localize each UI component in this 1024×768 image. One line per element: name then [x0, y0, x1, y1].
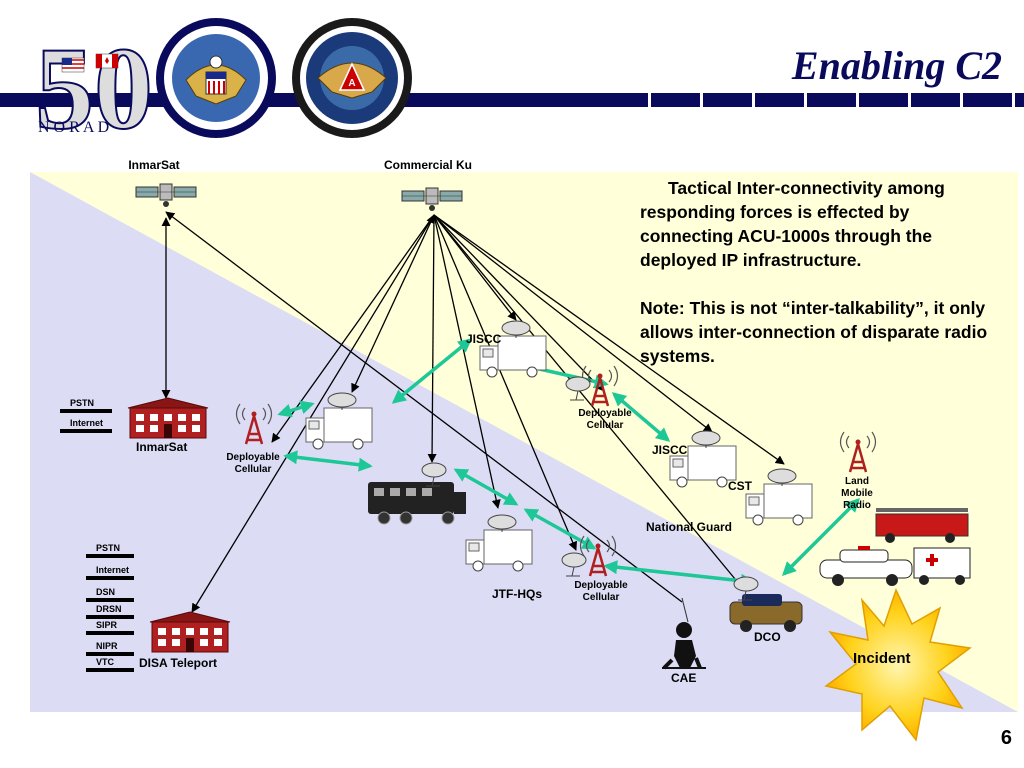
network-line: [86, 652, 134, 656]
inmarsat-station-label: InmarSat: [136, 440, 188, 454]
inmarsat-network-label: PSTN: [70, 398, 95, 408]
army-north-seal: A: [292, 18, 412, 138]
disa-network-label: DRSN: [96, 604, 122, 614]
note-paragraph-1: Tactical Inter-connectivity among respon…: [640, 178, 945, 270]
explanatory-note: Tactical Inter-connectivity among respon…: [640, 176, 990, 392]
disa-network-label: DSN: [96, 587, 116, 597]
jiscc-top-label: JISCC: [466, 332, 502, 346]
norad-50-mark: 50: [35, 23, 153, 154]
network-line: [86, 554, 134, 558]
dco-vehicle-icon: [729, 576, 803, 632]
network-line: [60, 429, 112, 433]
disa-network-label: PSTN: [96, 543, 121, 553]
network-line: [86, 576, 134, 580]
fire-truck-icon: [875, 508, 969, 543]
northcom-seal: [156, 18, 276, 138]
inmarsat-network-label: Internet: [70, 418, 104, 428]
note-paragraph-2: Note: This is not “inter-talkability”, i…: [640, 298, 988, 366]
network-line: [60, 409, 112, 413]
network-line: [86, 631, 134, 635]
disa-network-label: NIPR: [96, 641, 118, 651]
inmarsat-satellite-label: InmarSat: [128, 158, 180, 172]
network-line: [86, 598, 134, 602]
network-line: [86, 668, 134, 672]
jtf-hqs-label: JTF-HQs: [492, 587, 543, 601]
cae-label: CAE: [671, 671, 697, 685]
jiscc-right-label: JISCC: [652, 443, 688, 457]
incident-burst-icon: [824, 587, 972, 742]
page-number: 6: [1000, 727, 1012, 749]
deployable-cellular-mid-label: Deployable Cellular: [578, 408, 632, 431]
network-line: [86, 615, 134, 619]
deployable-cellular-left-label: Deployable Cellular: [226, 452, 280, 475]
norad-logo: 50 N O R A D: [34, 22, 154, 155]
slide-title: Enabling C2: [791, 43, 1002, 88]
cae-soldier-icon: [662, 597, 706, 670]
dco-label: DCO: [754, 630, 781, 644]
deployable-cellular-bottom-label: Deployable Cellular: [574, 580, 628, 603]
ambulance-icon: [913, 547, 971, 585]
disa-teleport-label: DISA Teleport: [139, 656, 218, 670]
national-guard-label: National Guard: [646, 520, 733, 534]
disa-network-label: Internet: [96, 565, 130, 575]
norad-wordmark: N O R A D: [38, 119, 109, 136]
land-mobile-radio-label: Land Mobile Radio: [841, 476, 873, 511]
police-car-icon: [819, 546, 913, 586]
disa-network-label: VTC: [96, 657, 114, 667]
svg-text:A: A: [348, 78, 355, 89]
disa-network-label: SIPR: [96, 620, 118, 630]
cst-label: CST: [728, 479, 752, 493]
mobile-command-bus-icon: [368, 462, 466, 525]
header-band-gaps: [648, 93, 1015, 107]
commercial-ku-label: Commercial Ku: [383, 158, 473, 172]
incident-label: Incident: [853, 650, 911, 667]
